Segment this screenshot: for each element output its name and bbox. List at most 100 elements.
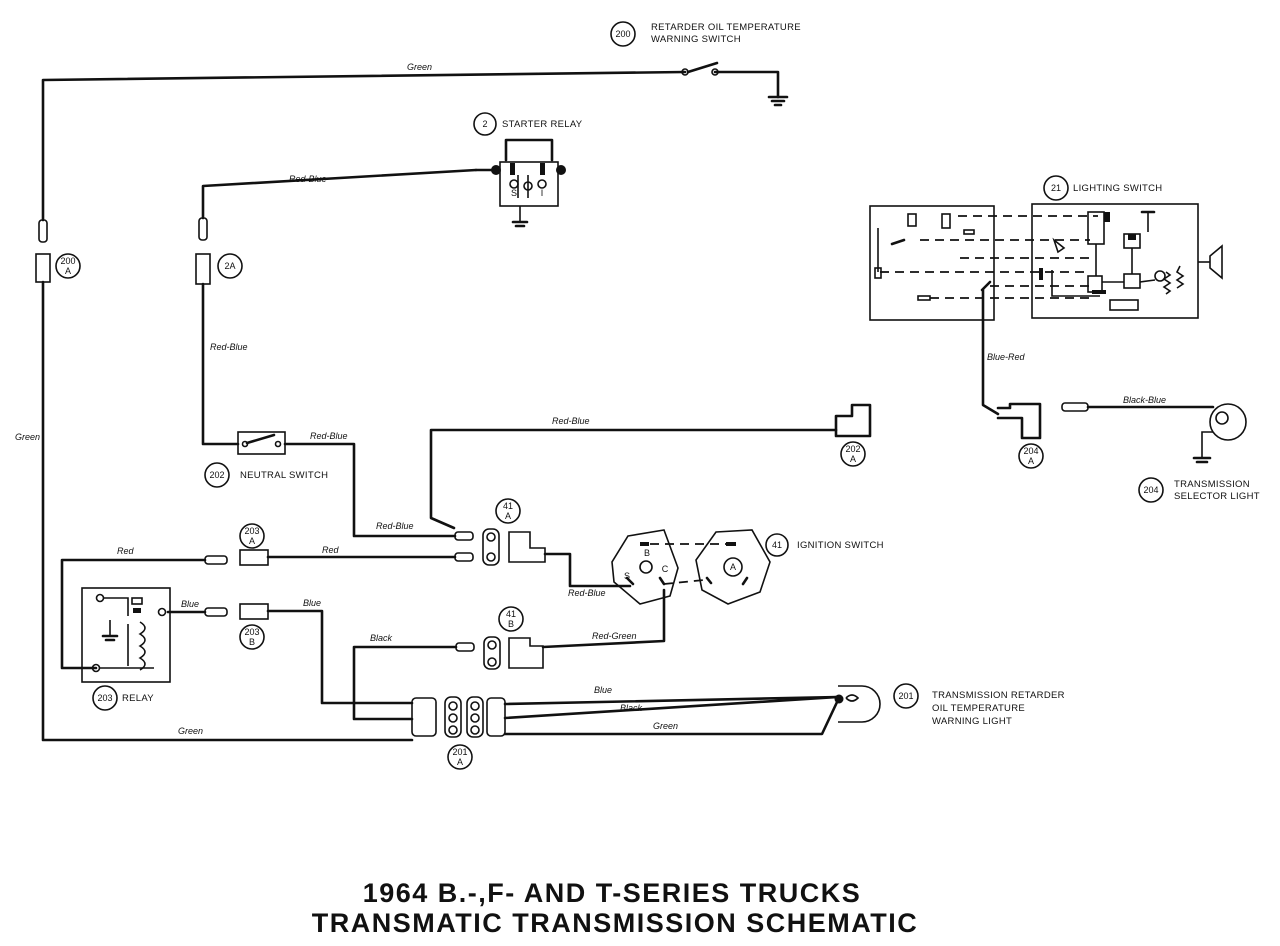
svg-text:202: 202 (845, 444, 860, 454)
svg-text:A: A (850, 454, 856, 464)
badge-202a: 202 A (840, 441, 866, 467)
red-blue-wire-ign (543, 552, 632, 588)
svg-text:41: 41 (772, 540, 782, 550)
label-selector-light-l2: SELECTOR LIGHT (1174, 491, 1260, 502)
label-starter-relay: STARTER RELAY (502, 119, 583, 130)
svg-text:200: 200 (60, 256, 75, 266)
blue-red-wire (981, 288, 1000, 416)
wire-label-red-blue-neutral: Red-Blue (310, 431, 348, 441)
inline-fuse-2a (195, 217, 211, 285)
label-retarder-switch-l1: RETARDER OIL TEMPERATURE (651, 22, 801, 33)
svg-text:41: 41 (506, 609, 516, 619)
badge-21: 21 (1043, 175, 1069, 201)
wire-label-red-blue-starter: Red-Blue (289, 174, 327, 184)
neutral-switch (237, 431, 286, 455)
connector-204a (996, 402, 1042, 440)
black-wire-bundle (503, 695, 840, 720)
svg-text:21: 21 (1051, 183, 1061, 193)
badge-200a: 200 A (55, 253, 81, 279)
svg-text:2A: 2A (224, 261, 235, 271)
svg-text:B: B (508, 619, 514, 629)
badge-41: 41 (765, 533, 789, 557)
label-warning-light-l1: TRANSMISSION RETARDER (932, 690, 1065, 701)
connector-203b (204, 603, 269, 620)
svg-text:204: 204 (1023, 446, 1038, 456)
wire-label-green-left: Green (15, 432, 40, 442)
connector-41a (454, 528, 546, 566)
label-lighting-switch: LIGHTING SWITCH (1073, 183, 1162, 194)
svg-text:A: A (457, 757, 463, 767)
wire-label-black-41b: Black (370, 633, 393, 643)
wire-label-red-green: Red-Green (592, 631, 637, 641)
svg-text:203: 203 (97, 693, 112, 703)
wire-label-red-mid: Red (322, 545, 340, 555)
badge-201a: 201 A (447, 744, 473, 770)
svg-text:2: 2 (482, 119, 487, 129)
black-wire-41b (352, 645, 458, 721)
inline-fuse-200a (35, 219, 51, 283)
blue-wire-bundle (503, 695, 840, 706)
red-blue-wire-vertical (201, 282, 240, 446)
svg-text:B: B (249, 637, 255, 647)
wire-label-green-top: Green (407, 62, 432, 72)
wire-label-blue-bundle: Blue (594, 685, 612, 695)
label-ignition-switch: IGNITION SWITCH (797, 540, 884, 551)
svg-text:203: 203 (244, 627, 259, 637)
badge-41a: 41 A (495, 498, 521, 524)
svg-text:202: 202 (209, 470, 224, 480)
lighting-switch (869, 203, 1223, 321)
green-wire-bundle (503, 698, 840, 736)
terminal-b-ignition: B (644, 548, 650, 558)
terminal-a-ignition: A (730, 562, 736, 572)
red-wire-left (60, 558, 207, 670)
wire-label-green-bundle: Green (653, 721, 678, 731)
badge-203: 203 (92, 685, 118, 711)
svg-text:41: 41 (503, 501, 513, 511)
badge-204: 204 (1138, 477, 1164, 503)
wire-label-black-blue: Black-Blue (1123, 395, 1166, 405)
red-blue-wire-starter (201, 168, 478, 220)
badge-2a: 2A (217, 253, 243, 279)
red-green-wire (541, 588, 666, 649)
title-line-2: TRANSMATIC TRANSMISSION SCHEMATIC (312, 908, 918, 938)
selector-light-204 (1192, 403, 1247, 464)
terminal-s-starter: S (511, 188, 517, 198)
connector-202a (834, 403, 872, 438)
badge-202: 202 (204, 462, 230, 488)
red-blue-wire-top (429, 428, 838, 530)
badge-201: 201 (893, 683, 919, 709)
retarder-warning-switch (681, 61, 789, 107)
green-wire-left (41, 280, 414, 742)
svg-text:A: A (249, 536, 255, 546)
terminal-s-ignition: S (624, 571, 630, 581)
wire-label-blue-relay: Blue (181, 599, 199, 609)
terminal-i-starter: I (541, 188, 544, 198)
relay-203 (81, 587, 171, 683)
badge-41b: 41 B (498, 606, 524, 632)
wire-label-red-blue-top: Red-Blue (552, 416, 590, 426)
wire-terminal-204a (1061, 402, 1089, 412)
wire-label-blue-red: Blue-Red (987, 352, 1026, 362)
label-neutral-switch: NEUTRAL SWITCH (240, 470, 328, 481)
red-blue-wire-neutral (283, 442, 457, 538)
svg-text:204: 204 (1143, 485, 1158, 495)
wire-label-green-bottom: Green (178, 726, 203, 736)
svg-text:201: 201 (898, 691, 913, 701)
label-selector-light-l1: TRANSMISSION (1174, 479, 1250, 490)
ignition-switch (611, 529, 771, 605)
label-retarder-switch-l2: WARNING SWITCH (651, 34, 741, 45)
title-line-1: 1964 B.-,F- AND T-SERIES TRUCKS (363, 878, 862, 908)
svg-text:200: 200 (615, 29, 630, 39)
starter-relay (474, 138, 566, 228)
wire-label-red-left: Red (117, 546, 135, 556)
svg-text:A: A (1028, 456, 1034, 466)
badge-204a: 204 A (1018, 443, 1044, 469)
badge-203a: 203 A (239, 523, 265, 549)
label-warning-light-l2: OIL TEMPERATURE (932, 703, 1025, 714)
wire-label-black-bundle: Black (620, 703, 643, 713)
terminal-c-ignition: C (662, 564, 669, 574)
green-wire-top (41, 70, 687, 222)
svg-text:201: 201 (452, 747, 467, 757)
badge-2: 2 (473, 112, 497, 136)
